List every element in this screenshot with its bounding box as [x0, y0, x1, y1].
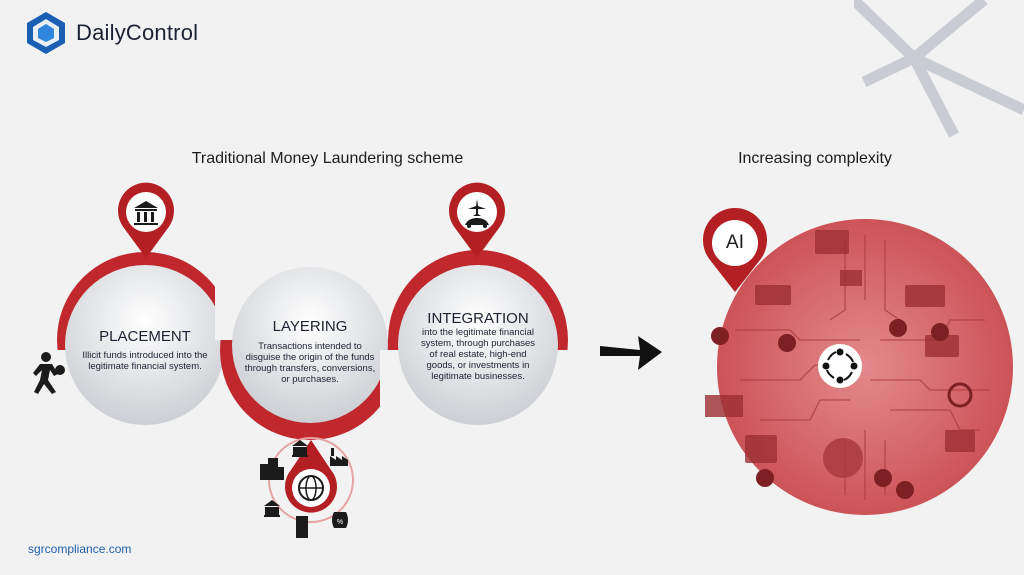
complexity-circle — [705, 219, 1013, 515]
decorative-corner-icon — [854, 0, 1024, 138]
arrow-right-icon — [600, 336, 662, 370]
right-section-title: Increasing complexity — [738, 150, 892, 167]
bank-pin-icon — [118, 182, 175, 258]
left-section-title: Traditional Money Laundering scheme — [191, 150, 464, 167]
hexagon-logo-icon — [27, 12, 65, 54]
runner-icon — [33, 352, 65, 394]
placement-description: Illicit funds introduced into the legiti… — [82, 350, 208, 372]
placement-disc — [50, 252, 250, 440]
brand-logo: DailyControl — [24, 10, 198, 56]
plane-car-pin-icon — [449, 182, 505, 258]
placement-heading: PLACEMENT — [99, 328, 191, 345]
factory-icon — [330, 448, 348, 466]
ai-pin-icon — [703, 208, 767, 292]
money-bags-icon — [711, 319, 973, 499]
ai-pin-label: AI — [726, 232, 744, 253]
integration-description: into the legitimate financial system, th… — [420, 327, 536, 382]
money-bag-icon: % — [332, 512, 348, 528]
bank-small-2-icon — [264, 500, 280, 517]
tower-icon — [296, 516, 308, 538]
bank-small-icon — [292, 440, 308, 457]
integration-heading: INTEGRATION — [427, 310, 529, 327]
footer-url[interactable]: sgrcompliance.com — [28, 542, 132, 556]
layering-heading: LAYERING — [272, 318, 348, 335]
brand-name: DailyControl — [76, 20, 199, 45]
layering-disc — [215, 250, 405, 440]
layering-description: Transactions intended to disguise the or… — [244, 341, 376, 385]
building-icon — [260, 458, 284, 480]
cycle-arrows-icon — [822, 348, 858, 384]
integration-disc — [380, 250, 580, 440]
svg-text:%: % — [337, 519, 343, 526]
